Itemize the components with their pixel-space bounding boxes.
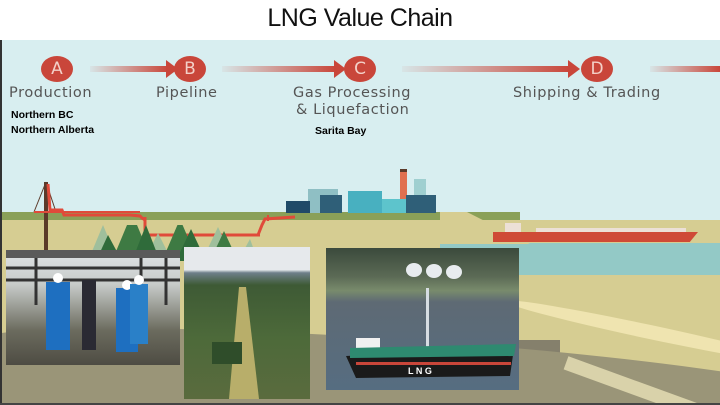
step-c: C	[344, 56, 376, 82]
step-b-circle: B	[174, 56, 206, 82]
step-b: B	[174, 56, 206, 82]
left-border	[0, 40, 2, 405]
step-d-label: Shipping & Trading	[513, 85, 661, 101]
lng-plant-icon	[286, 169, 436, 213]
arrow-d-continue	[650, 66, 720, 72]
arrow-a-to-b	[90, 60, 178, 78]
lng-tanker-icon	[493, 232, 698, 242]
photo-production-workers	[6, 250, 180, 365]
photo-lng-tanker-terminal: L N G	[326, 248, 519, 390]
step-a: A	[41, 56, 73, 82]
ship-bridge-icon	[505, 223, 521, 232]
location-northern-alberta: Northern Alberta	[11, 124, 95, 136]
arrow-b-to-c	[222, 60, 346, 78]
value-chain-diagram: A B C D Production Pipeline Gas Processi…	[0, 40, 720, 405]
step-d: D	[581, 56, 613, 82]
location-northern-bc: Northern BC	[11, 109, 74, 121]
page-title: LNG Value Chain	[267, 4, 453, 32]
step-c-label-line2: & Liquefaction	[296, 102, 410, 118]
well-derrick-icon	[44, 182, 48, 270]
location-sarita-bay: Sarita Bay	[315, 125, 367, 137]
step-a-label: Production	[9, 85, 93, 101]
ship-lng-marking: L N G	[408, 366, 432, 376]
step-c-label-line1: Gas Processing	[293, 85, 412, 101]
grass-strip	[0, 212, 520, 220]
step-d-circle: D	[581, 56, 613, 82]
step-a-circle: A	[41, 56, 73, 82]
step-c-circle: C	[344, 56, 376, 82]
photo-pipeline-corridor	[184, 247, 310, 399]
step-b-label: Pipeline	[156, 85, 218, 101]
arrow-c-to-d	[402, 60, 580, 78]
bottom-border	[0, 403, 720, 405]
ship-deck-icon	[536, 228, 686, 232]
